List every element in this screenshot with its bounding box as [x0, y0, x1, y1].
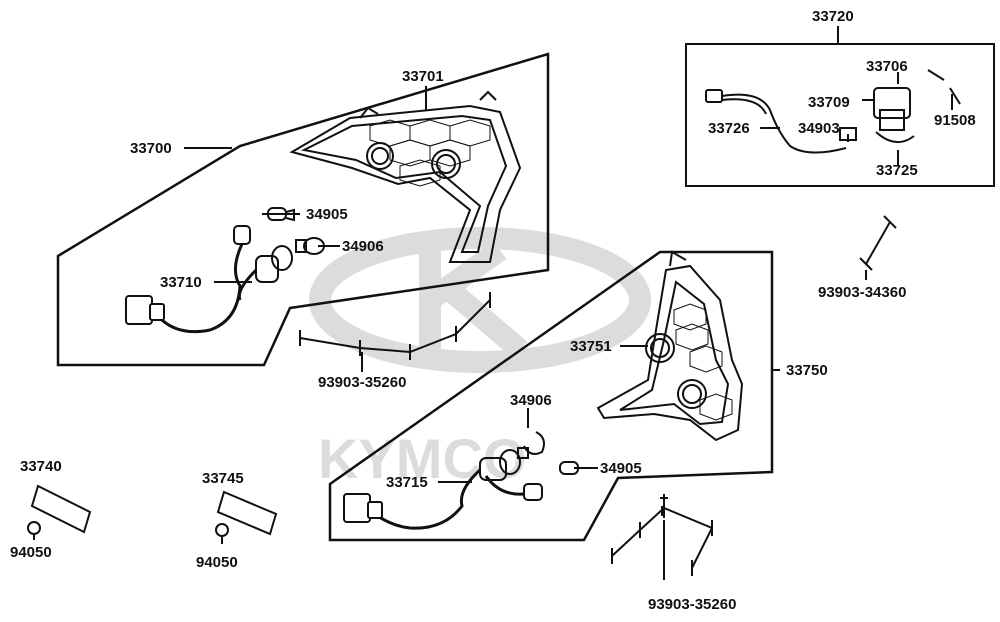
label-34906-b: 34906 — [510, 392, 552, 409]
sub-harness-frame — [685, 43, 995, 187]
reflector-33745 — [215, 490, 278, 544]
sub-harness-parts — [705, 69, 961, 154]
label-33725: 33725 — [876, 162, 918, 179]
label-33706: 33706 — [866, 58, 908, 75]
screw-set-b — [611, 494, 714, 580]
front-right-bulbs — [479, 431, 579, 501]
label-33715: 33715 — [386, 474, 428, 491]
label-34905-a: 34905 — [306, 206, 348, 223]
label-33720: 33720 — [812, 8, 854, 25]
label-33709: 33709 — [808, 94, 850, 111]
label-33751: 33751 — [570, 338, 612, 355]
front-left-light-frame — [56, 52, 550, 367]
label-33745: 33745 — [202, 470, 244, 487]
label-33700: 33700 — [130, 140, 172, 157]
reflector-33740 — [27, 484, 92, 540]
kymco-watermark — [309, 227, 651, 373]
front-right-wire-harness — [371, 468, 525, 530]
label-91508: 91508 — [934, 112, 976, 129]
front-left-wire-harness — [161, 243, 258, 334]
front-right-light-frame — [328, 250, 774, 542]
label-94050-a: 94050 — [10, 544, 52, 561]
screw-set-34360 — [859, 215, 897, 271]
label-33726: 33726 — [708, 120, 750, 137]
label-93903-35260-a: 93903-35260 — [318, 374, 407, 391]
front-left-connector — [125, 295, 165, 325]
label-94050-b: 94050 — [196, 554, 238, 571]
front-left-bulbs — [233, 207, 325, 283]
label-34906-a: 34906 — [342, 238, 384, 255]
label-34905-b: 34905 — [600, 460, 642, 477]
front-right-honeycomb — [673, 303, 733, 421]
label-33740: 33740 — [20, 458, 62, 475]
label-33701: 33701 — [402, 68, 444, 85]
label-34903: 34903 — [798, 120, 840, 137]
screw-set-a — [299, 292, 491, 372]
front-right-connector — [343, 493, 383, 523]
label-33750: 33750 — [786, 362, 828, 379]
front-right-light-housing — [596, 250, 744, 442]
label-33710: 33710 — [160, 274, 202, 291]
label-93903-34360: 93903-34360 — [818, 284, 907, 301]
front-left-honeycomb — [369, 119, 491, 187]
label-93903-35260-b: 93903-35260 — [648, 596, 737, 613]
